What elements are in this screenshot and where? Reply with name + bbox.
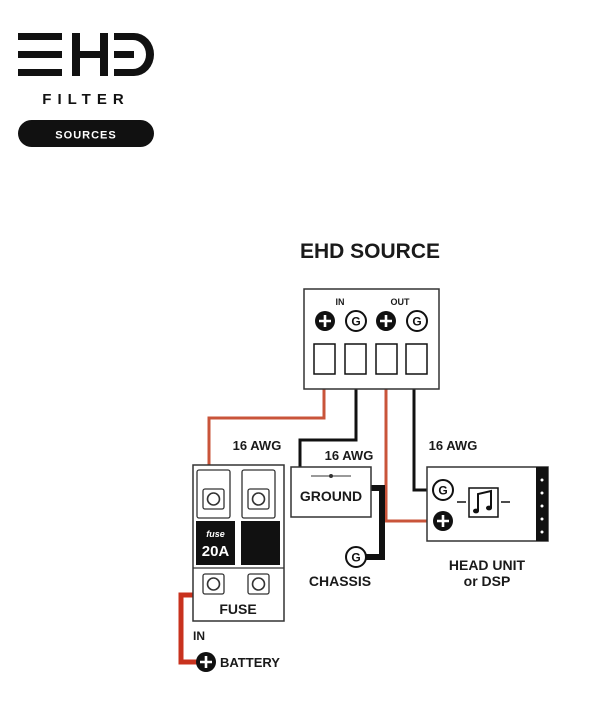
fuse-block: fuse 20A FUSE	[192, 464, 285, 622]
chassis-label: CHASSIS	[309, 573, 371, 589]
ground-label: GROUND	[300, 488, 362, 504]
wire-gauge-label-middle: 16 AWG	[325, 448, 374, 463]
head-unit: G HEAD UNIT or DSP	[426, 466, 549, 589]
terminal-screw-icon	[247, 573, 270, 595]
terminal-screw-icon	[202, 573, 225, 595]
source-in-label: IN	[336, 297, 345, 307]
battery-label: BATTERY	[220, 655, 280, 670]
wire-gauge-label-right: 16 AWG	[429, 438, 478, 453]
source-out-label: OUT	[391, 297, 411, 307]
chassis-ground-wire	[366, 485, 385, 560]
fuse-label: FUSE	[219, 601, 256, 617]
fuse-slot-empty	[241, 521, 280, 565]
ground-wire-in	[298, 370, 358, 467]
ground-terminal-icon: G	[345, 310, 367, 332]
ehd-logo	[18, 33, 154, 76]
battery-wire	[178, 592, 206, 665]
ground-block: GROUND	[290, 466, 372, 518]
power-wire-in	[207, 370, 326, 465]
ehd-source-box: IN OUT G G	[303, 288, 440, 390]
svg-text:G: G	[351, 315, 360, 329]
plus-icon	[315, 311, 335, 331]
fuse-brand: fuse	[206, 529, 225, 539]
music-note-icon	[468, 487, 499, 518]
svg-text:G: G	[351, 551, 360, 565]
diagram-title: EHD SOURCE	[300, 240, 440, 263]
fuse-rating: 20A	[202, 543, 230, 560]
svg-text:G: G	[412, 315, 421, 329]
svg-text:G: G	[438, 484, 447, 498]
brand-subtitle: FILTER	[42, 91, 129, 108]
chassis-ground-icon: G	[345, 546, 367, 568]
ground-terminal-icon: G	[406, 310, 428, 332]
terminal-screw-icon	[247, 488, 270, 510]
head-unit-sublabel: or DSP	[464, 573, 511, 589]
ground-terminal-icon: G	[432, 479, 454, 501]
terminal-screw-icon	[202, 488, 225, 510]
fuse-20a: fuse 20A	[196, 521, 235, 565]
plus-icon	[433, 511, 453, 531]
power-wire-out	[384, 370, 433, 523]
wire-gauge-label-left: 16 AWG	[233, 438, 282, 453]
sources-badge: SOURCES	[18, 120, 154, 147]
connector-slots	[313, 343, 428, 375]
plus-icon	[376, 311, 396, 331]
head-unit-label: HEAD UNIT	[449, 557, 526, 573]
plus-icon	[196, 652, 216, 672]
sources-badge-label: SOURCES	[55, 130, 116, 142]
battery-in-label: IN	[193, 629, 205, 643]
